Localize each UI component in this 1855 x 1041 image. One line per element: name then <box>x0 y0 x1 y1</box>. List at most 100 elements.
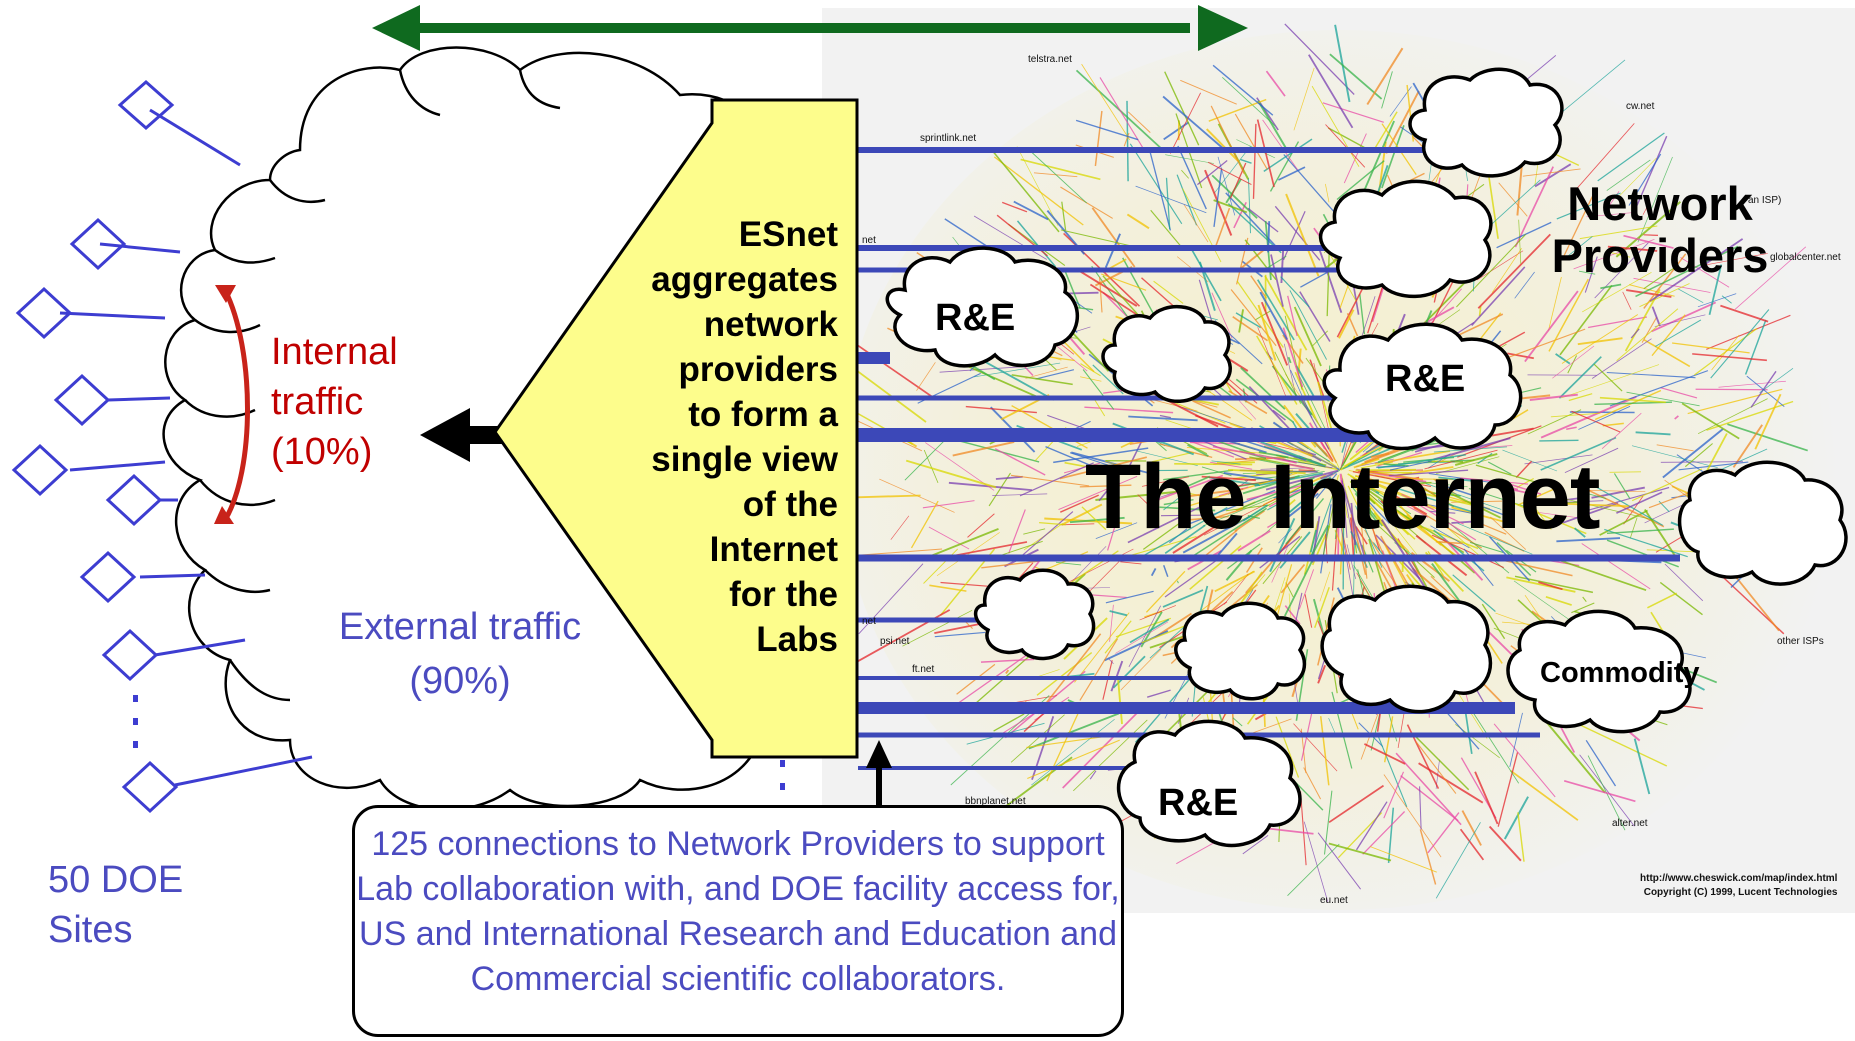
map-strand <box>1365 490 1426 544</box>
map-strand <box>1664 563 1704 602</box>
map-strand <box>1413 507 1483 549</box>
map-strand <box>1095 522 1138 539</box>
map-strand <box>1104 630 1169 662</box>
map-strand <box>1643 234 1659 236</box>
map-strand <box>1442 488 1502 519</box>
map-strand <box>1334 507 1339 540</box>
map-strand <box>1377 525 1435 578</box>
map-strand <box>1227 469 1306 475</box>
map-strand <box>1582 272 1652 313</box>
map-strand <box>1459 828 1485 861</box>
map-strand <box>1629 517 1638 539</box>
map-strand <box>973 354 1055 401</box>
map-strand <box>1259 535 1301 569</box>
callout-line-5: to form a <box>688 395 838 434</box>
map-strand <box>1116 676 1123 725</box>
map-strand <box>1582 596 1587 603</box>
map-strand <box>1256 335 1298 405</box>
map-strand <box>923 449 939 484</box>
map-strand <box>855 548 943 556</box>
map-strand <box>1092 364 1124 395</box>
map-strand <box>1460 477 1529 485</box>
map-strand <box>1163 469 1234 481</box>
map-strand <box>1565 236 1593 259</box>
map-strand <box>1635 431 1671 436</box>
map-strand <box>1115 617 1172 638</box>
cloud-re-3 <box>1117 719 1302 848</box>
cloud-small-mid <box>1101 304 1232 404</box>
map-strand <box>1365 492 1410 536</box>
map-strand <box>1020 158 1101 181</box>
map-strand <box>1177 145 1207 210</box>
map-strand <box>1150 567 1157 577</box>
map-strand <box>1288 476 1332 514</box>
map-strand <box>1265 469 1339 491</box>
map-strand <box>1325 124 1366 168</box>
map-strand <box>928 526 970 550</box>
map-strand <box>1558 496 1655 521</box>
map-strand <box>1216 461 1255 464</box>
map-strand <box>1616 491 1663 514</box>
network-providers-line-1: Network <box>1567 177 1753 230</box>
map-strand <box>1389 460 1432 471</box>
map-strand <box>1578 405 1631 430</box>
map-strand <box>1317 664 1326 684</box>
map-strand <box>1298 469 1316 472</box>
map-strand <box>1197 160 1228 186</box>
map-strand <box>1274 351 1302 404</box>
map-strand <box>1176 174 1198 226</box>
map-strand <box>1550 412 1601 418</box>
map-strand <box>1327 127 1371 152</box>
map-strand <box>1138 506 1228 560</box>
map-strand <box>994 448 1046 476</box>
map-strand <box>1360 461 1393 469</box>
cloud-small-center <box>1174 601 1307 701</box>
map-strand <box>1262 119 1299 171</box>
map-strand <box>1326 242 1331 317</box>
map-strand <box>1525 501 1588 506</box>
cloud-label-commodity: Commodity <box>1540 657 1700 689</box>
map-strand <box>1643 339 1691 368</box>
callout-line-6: single view <box>651 440 838 479</box>
map-strand <box>1425 288 1462 330</box>
map-strand <box>1011 374 1073 386</box>
map-strand <box>1559 284 1613 356</box>
map-strand <box>1355 475 1396 487</box>
map-strand <box>1732 424 1763 468</box>
map-strand <box>1179 481 1267 510</box>
map-strand <box>1159 414 1172 419</box>
map-strand <box>1147 689 1171 698</box>
map-strand <box>1058 475 1138 511</box>
map-strand <box>1331 475 1339 499</box>
map-strand <box>1464 707 1473 755</box>
map-strand <box>1182 515 1229 522</box>
map-strand <box>1235 378 1295 424</box>
map-strand <box>1579 489 1646 493</box>
map-strand <box>1570 123 1635 196</box>
map-strand <box>1201 466 1232 477</box>
map-strand <box>1139 605 1177 621</box>
map-strand <box>1522 168 1581 177</box>
internet-title: The Internet <box>1085 446 1600 548</box>
map-strand <box>1635 245 1739 298</box>
map-strand <box>1323 790 1333 855</box>
map-strand <box>1662 428 1724 479</box>
map-strand <box>1285 497 1325 545</box>
map-strand <box>1322 102 1384 123</box>
map-strand <box>1265 70 1286 97</box>
map-strand <box>1384 501 1460 559</box>
isp-label-psi: psi.net <box>880 636 910 647</box>
map-strand <box>1169 92 1202 154</box>
external-traffic-line-2: (90%) <box>409 660 511 702</box>
map-strand <box>1149 398 1198 412</box>
black-arrow-up <box>866 740 892 815</box>
map-strand <box>1570 720 1668 767</box>
map-strand <box>1270 254 1284 307</box>
map-strand <box>1340 526 1355 605</box>
map-strand <box>1381 71 1393 109</box>
map-strand <box>1623 495 1644 525</box>
map-strand <box>1369 846 1437 873</box>
map-strand <box>1293 306 1322 367</box>
map-strand <box>1478 306 1482 317</box>
map-strand <box>1510 769 1579 821</box>
